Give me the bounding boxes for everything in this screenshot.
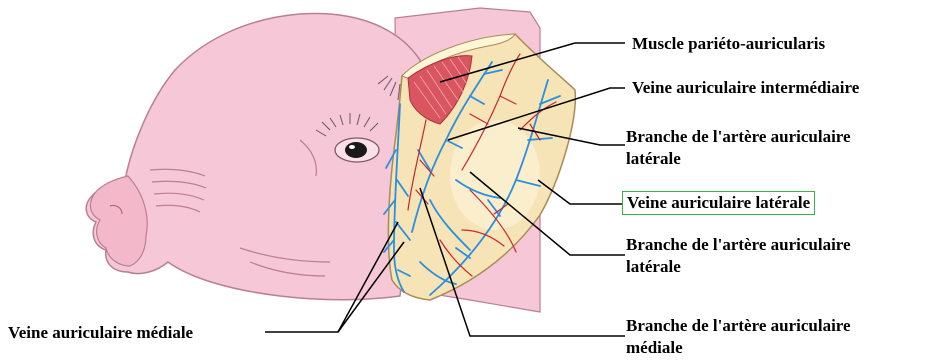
label-veine-auriculaire-laterale: Veine auriculaire latérale <box>622 191 815 215</box>
label-branche-laterale-2: Branche de l'artère auriculaire latérale <box>626 234 851 278</box>
label-branche-mediale-line1: Branche de l'artère auriculaire <box>626 315 851 337</box>
label-branche-mediale: Branche de l'artère auriculaire médiale <box>626 315 851 359</box>
label-muscle-parieto-auricularis: Muscle pariéto-auricularis <box>632 33 825 55</box>
label-branche-laterale-2-line2: latérale <box>626 256 851 278</box>
label-veine-auriculaire-mediale: Veine auriculaire médiale <box>8 322 193 344</box>
label-branche-mediale-line2: médiale <box>626 337 851 359</box>
label-branche-laterale-1-line1: Branche de l'artère auriculaire <box>626 126 851 148</box>
label-branche-laterale-1: Branche de l'artère auriculaire latérale <box>626 126 851 170</box>
label-branche-laterale-1-line2: latérale <box>626 148 851 170</box>
label-veine-auriculaire-intermediaire: Veine auriculaire intermédiaire <box>632 77 859 99</box>
label-branche-laterale-2-line1: Branche de l'artère auriculaire <box>626 234 851 256</box>
